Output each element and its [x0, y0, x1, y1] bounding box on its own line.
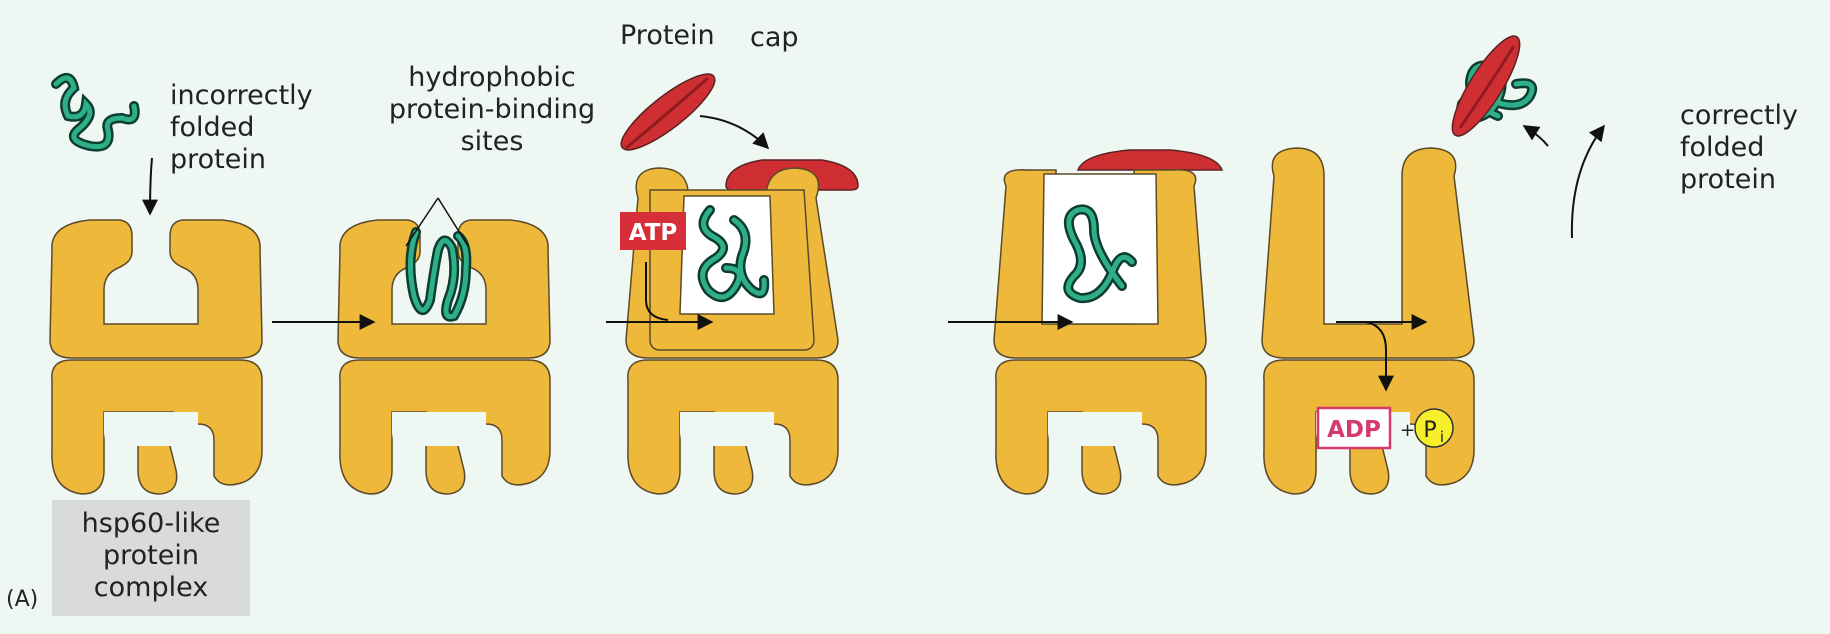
chaperonin-complex-1 — [49, 219, 263, 495]
incorrectly-folded-protein-shape — [51, 73, 140, 152]
label-hydrophobic: hydrophobic — [408, 62, 576, 93]
released-cap — [1451, 35, 1521, 137]
bound-protein — [405, 227, 472, 322]
pi-circle — [1414, 408, 1454, 448]
atp-label: ATP — [629, 220, 678, 246]
label-sites: sites — [461, 126, 524, 157]
enclosed-protein — [697, 205, 770, 302]
adp-label: ADP — [1327, 417, 1381, 443]
arrow-cap-release — [1522, 125, 1549, 147]
arrow-atp-input — [645, 262, 669, 321]
pi-label: P — [1423, 418, 1436, 443]
free-cap-protein — [620, 73, 716, 151]
label-complex-protein: protein — [103, 540, 199, 571]
label-hsp60: hsp60-like — [82, 508, 221, 539]
arrow-protein-release — [1570, 124, 1605, 239]
pi-subscript: i — [1440, 428, 1444, 446]
site-pointer-left — [405, 197, 439, 247]
chaperonin-complex-4 — [993, 149, 1224, 495]
cap-on-complex-4 — [1076, 149, 1224, 171]
label-correctly-folded: folded — [1680, 132, 1764, 163]
atp-badge — [620, 212, 686, 250]
label-correctly: correctly — [1680, 100, 1798, 131]
plus-sign: + — [1400, 420, 1415, 441]
folded-protein-in-cage — [1063, 204, 1137, 304]
label-complex: complex — [94, 572, 208, 603]
chaperonin-complex-2 — [337, 197, 551, 495]
arrow-cap-binding — [699, 115, 770, 150]
label-protein-binding: protein-binding — [389, 94, 595, 125]
label-folded: folded — [170, 112, 254, 143]
arrow-protein-entry — [142, 157, 159, 216]
panel-label: (A) — [6, 587, 38, 612]
label-cap: cap — [750, 22, 799, 53]
label-incorrectly: incorrectly — [170, 80, 313, 111]
complex-label-box — [52, 500, 250, 616]
site-pointer-right — [437, 197, 469, 247]
adp-badge — [1316, 406, 1392, 450]
label-correctly-protein: protein — [1680, 164, 1776, 195]
arrow-adp-output — [1365, 321, 1394, 392]
label-cap-protein: Protein — [620, 20, 715, 51]
label-protein: protein — [170, 144, 266, 175]
chaperonin-complex-3 — [625, 159, 859, 495]
